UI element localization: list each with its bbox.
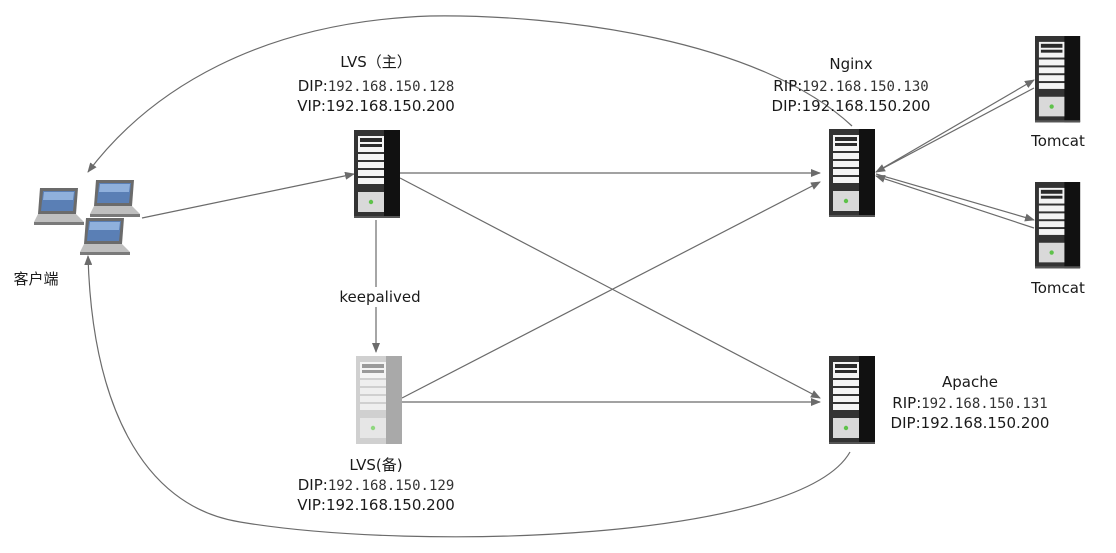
lvs-master-title: LVS（主） bbox=[340, 53, 412, 71]
apache-dip: DIP:192.168.150.200 bbox=[890, 414, 1050, 432]
edge-apache-client bbox=[84, 255, 851, 538]
lvs-backup-dip: DIP:192.168.150.129 bbox=[297, 476, 455, 494]
client-laptops-icon bbox=[34, 180, 140, 255]
edge-lvs-master-apache bbox=[399, 177, 821, 399]
lvs-master-server-icon bbox=[354, 130, 400, 218]
lvs-backup-title: LVS(备) bbox=[349, 456, 403, 474]
edge-client-lvs-master bbox=[141, 171, 355, 219]
apache-server-icon bbox=[829, 356, 875, 444]
lvs-backup-vip: VIP:192.168.150.200 bbox=[297, 496, 455, 514]
tomcat2-server-icon bbox=[1035, 182, 1081, 269]
tomcat1-server-icon bbox=[1035, 36, 1081, 123]
edge-lvs-backup-nginx bbox=[401, 181, 821, 399]
nginx-rip: RIP:192.168.150.130 bbox=[773, 77, 929, 95]
edge-nginx-client bbox=[87, 15, 853, 173]
edge-nginx-tomcat2-b bbox=[875, 175, 1035, 229]
keepalived-label: keepalived bbox=[337, 287, 423, 307]
tomcat2-title: Tomcat bbox=[1031, 279, 1085, 297]
tomcat1-title: Tomcat bbox=[1031, 132, 1085, 150]
apache-title: Apache bbox=[942, 373, 998, 391]
nginx-title: Nginx bbox=[829, 55, 873, 73]
lvs-master-dip: DIP:192.168.150.128 bbox=[297, 77, 455, 95]
nginx-server-icon bbox=[829, 129, 875, 217]
edge-nginx-tomcat2-a bbox=[875, 173, 1035, 222]
edge-nginx-tomcat1-a bbox=[875, 79, 1035, 173]
apache-rip: RIP:192.168.150.131 bbox=[892, 394, 1048, 412]
client-title: 客户端 bbox=[13, 270, 59, 288]
lvs-backup-server-icon bbox=[356, 356, 402, 444]
nginx-dip: DIP:192.168.150.200 bbox=[771, 97, 931, 115]
lvs-master-vip: VIP:192.168.150.200 bbox=[297, 97, 455, 115]
edge-nginx-tomcat1-b bbox=[875, 87, 1035, 173]
